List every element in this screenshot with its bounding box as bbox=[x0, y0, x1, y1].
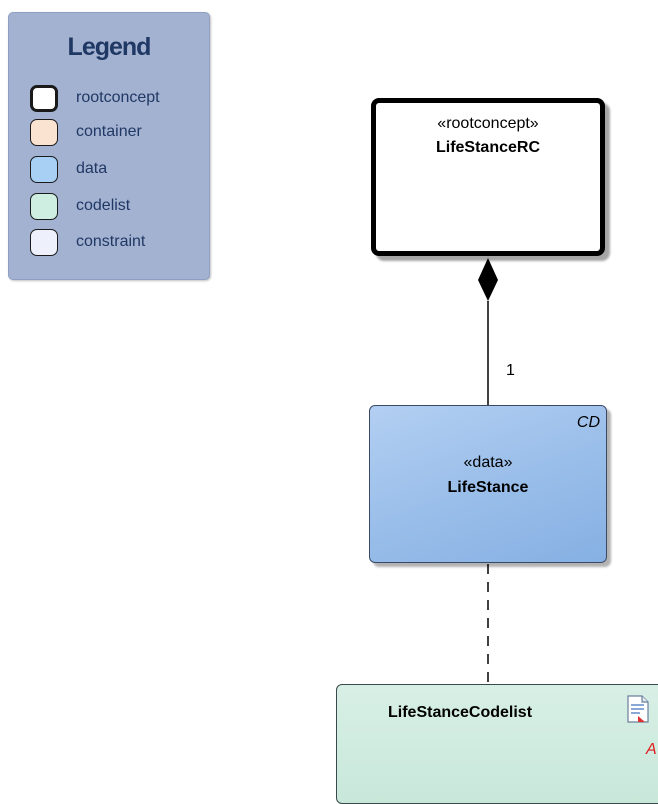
legend-item-data: data bbox=[30, 156, 205, 186]
legend-label: data bbox=[76, 160, 108, 177]
class-lifestance[interactable]: CD «data» LifeStance bbox=[369, 405, 607, 563]
legend-panel: Legend rootconcept container data codeli… bbox=[8, 12, 210, 280]
legend-swatch-constraint bbox=[30, 229, 58, 256]
legend-swatch-container bbox=[30, 119, 58, 146]
legend-label: rootconcept bbox=[76, 89, 160, 106]
class-name: LifeStance bbox=[447, 479, 529, 496]
class-name: LifeStanceRC bbox=[435, 139, 541, 156]
legend-label: container bbox=[76, 123, 142, 140]
legend-item-codelist: codelist bbox=[30, 193, 205, 223]
connector-layer bbox=[478, 258, 498, 684]
legend-label: constraint bbox=[76, 233, 146, 250]
class-lifestancerc[interactable]: «rootconcept» LifeStanceRC bbox=[371, 98, 605, 256]
stereotype-label: «rootconcept» bbox=[437, 115, 539, 132]
multiplicity-label: 1 bbox=[506, 362, 515, 379]
class-name: LifeStanceCodelist bbox=[388, 704, 533, 721]
legend-label: codelist bbox=[76, 197, 131, 214]
composition-diamond bbox=[478, 258, 498, 301]
legend-swatch-data bbox=[30, 156, 58, 183]
class-lifestancecodelist[interactable]: LifeStanceCodelist A bbox=[336, 684, 658, 804]
legend-item-constraint: constraint bbox=[30, 229, 205, 259]
class-tag: CD bbox=[576, 414, 600, 431]
legend-title: Legend bbox=[67, 33, 152, 61]
legend-swatch-rootconcept bbox=[30, 85, 58, 112]
class-tag: A bbox=[646, 741, 657, 758]
stereotype-label: «data» bbox=[463, 454, 513, 471]
legend-swatch-codelist bbox=[30, 193, 58, 220]
legend-item-rootconcept: rootconcept bbox=[30, 85, 205, 115]
document-icon bbox=[627, 695, 649, 723]
legend-item-container: container bbox=[30, 119, 205, 149]
